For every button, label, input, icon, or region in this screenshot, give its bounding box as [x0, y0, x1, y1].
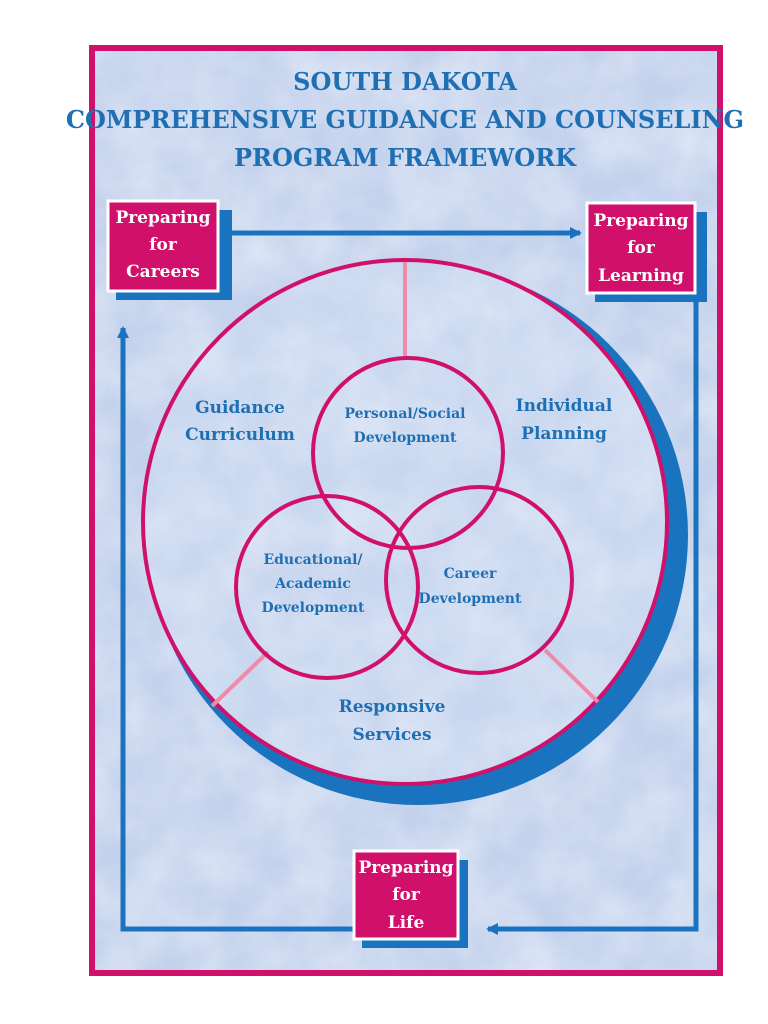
domain-venn	[234, 356, 574, 680]
title-line-2: COMPREHENSIVE GUIDANCE AND COUNSELING	[66, 105, 744, 134]
learning-box-fill	[585, 201, 697, 295]
learning-box-line-3: Learning	[598, 266, 684, 286]
career-development-label: Career Development	[419, 566, 522, 607]
responsive-services-line-2: Services	[352, 725, 431, 745]
careers-box-line-2: for	[149, 235, 178, 255]
responsive-services-label: Responsive Services	[339, 697, 446, 745]
venn-circle-educational-academic	[234, 494, 420, 680]
career-development-line-1: Career	[444, 566, 497, 582]
preparing-for-life-box: Preparing for Life	[352, 849, 468, 948]
cycle-arrows	[117, 227, 699, 935]
title-block: SOUTH DAKOTA COMPREHENSIVE GUIDANCE AND …	[66, 67, 744, 172]
life-box-line-2: for	[392, 885, 421, 905]
educational-academic-line-2: Academic	[274, 576, 351, 592]
individual-planning-line-1: Individual	[516, 396, 613, 416]
personal-social-label: Personal/Social Development	[344, 406, 465, 446]
title-line-1: SOUTH DAKOTA	[293, 67, 517, 96]
educational-academic-line-1: Educational/	[263, 552, 363, 568]
careers-box-line-3: Careers	[126, 262, 200, 282]
arrow-life-to-careers	[117, 326, 353, 932]
personal-social-line-1: Personal/Social	[344, 406, 465, 422]
program-circle	[141, 258, 688, 805]
life-box-line-1: Preparing	[358, 858, 453, 878]
arrow-learning-to-life	[486, 295, 699, 935]
career-development-line-2: Development	[419, 591, 522, 607]
individual-planning-line-2: Planning	[521, 424, 607, 444]
venn-circle-career	[384, 485, 574, 675]
poster-border	[89, 45, 723, 976]
guidance-curriculum-line-2: Curriculum	[185, 425, 295, 445]
learning-box-line-1: Preparing	[593, 211, 688, 231]
guidance-curriculum-label: Guidance Curriculum	[185, 398, 295, 445]
preparing-for-learning-box: Preparing for Learning	[585, 201, 707, 302]
learning-box-line-2: for	[627, 238, 656, 258]
guidance-curriculum-line-1: Guidance	[195, 398, 285, 418]
careers-box-line-1: Preparing	[115, 208, 210, 228]
divider-lower-right	[543, 648, 600, 704]
educational-academic-label: Educational/ Academic Development	[262, 552, 365, 616]
title-line-3: PROGRAM FRAMEWORK	[234, 143, 577, 172]
program-circle-outline	[141, 258, 669, 786]
life-box-fill	[352, 849, 460, 941]
preparing-for-careers-box: Preparing for Careers	[106, 199, 232, 300]
life-box-line-3: Life	[388, 913, 425, 933]
component-dividers	[210, 262, 600, 708]
individual-planning-label: Individual Planning	[516, 396, 613, 444]
personal-social-line-2: Development	[354, 430, 457, 446]
educational-academic-line-3: Development	[262, 600, 365, 616]
careers-box-fill	[106, 199, 220, 293]
responsive-services-line-1: Responsive	[339, 697, 446, 717]
divider-lower-left	[210, 650, 270, 708]
